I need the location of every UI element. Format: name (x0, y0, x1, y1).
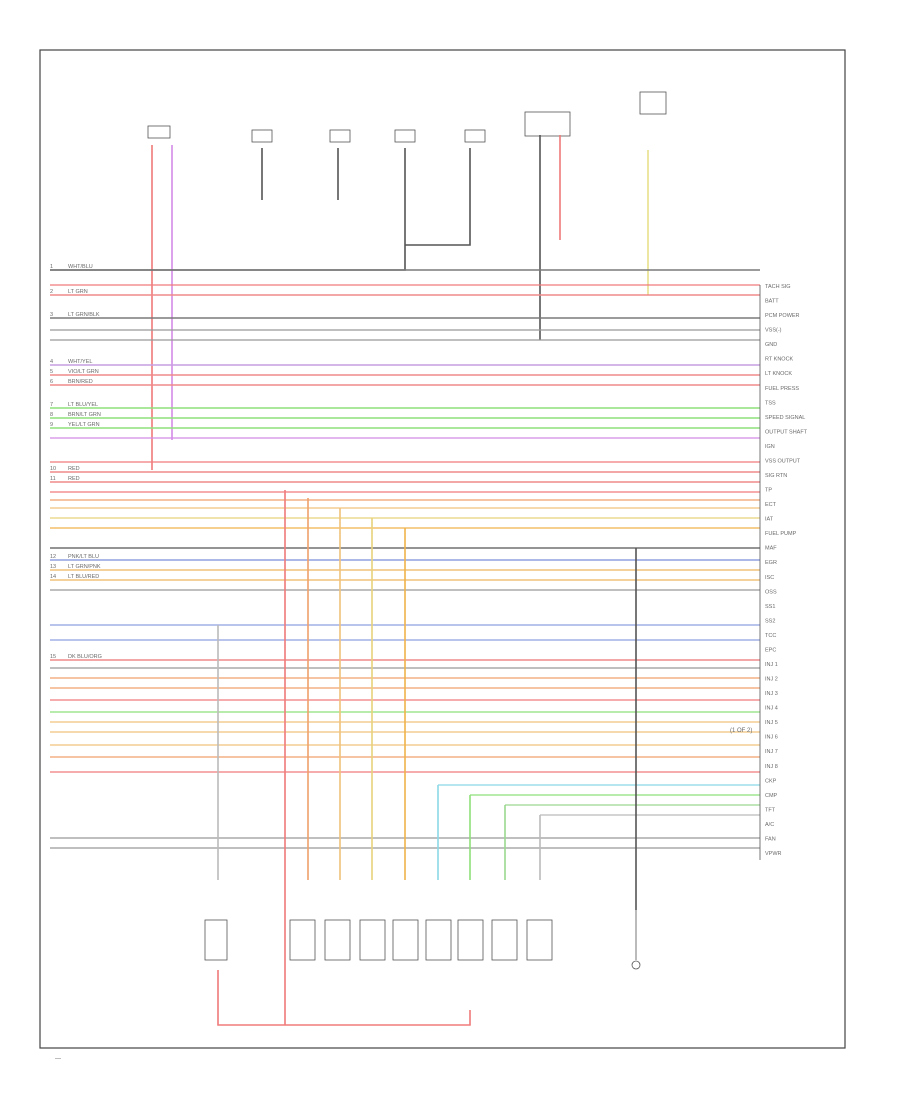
right-label: INJ 6 (765, 735, 778, 741)
top-components (147, 91, 667, 143)
right-label: TSS (765, 400, 776, 406)
wire-label: BRN/RED (68, 379, 93, 385)
right-label: ECT (765, 502, 777, 508)
right-label: EGR (765, 560, 777, 566)
right-label: TCC (765, 633, 776, 639)
right-label: INJ 1 (765, 662, 778, 668)
pin-number: 15 (50, 654, 56, 660)
wire-label: LT BLU/YEL (68, 402, 98, 408)
pin-number: 13 (50, 564, 56, 570)
right-label: CMP (765, 793, 778, 799)
wire-bundle (50, 269, 760, 849)
pin-number: 2 (50, 289, 53, 295)
right-label: SPEED SIGNAL (765, 415, 805, 421)
right-label: LT KNOCK (765, 371, 792, 377)
wire-label: WHT/BLU (68, 264, 93, 270)
ground-connector (631, 910, 641, 970)
right-label: TACH SIG (765, 284, 791, 290)
component-box-1 (147, 125, 171, 139)
right-label: INJ 8 (765, 764, 778, 770)
right-label: IGN (765, 444, 775, 450)
pin-number: 11 (50, 476, 56, 482)
right-label: FAN (765, 836, 776, 842)
wire-label: LT GRN/PNK (68, 564, 101, 570)
right-label: INJ 2 (765, 677, 778, 683)
diagram-frame (39, 49, 846, 1049)
right-label: CKP (765, 778, 777, 784)
pin-number: 8 (50, 412, 53, 418)
component-box-6 (524, 111, 571, 137)
pin-number: 6 (50, 379, 53, 385)
pin-number: 3 (50, 312, 53, 318)
pin-number: 4 (50, 359, 53, 365)
right-label: SIG RTN (765, 473, 787, 479)
component-box-2 (251, 129, 273, 143)
right-label: VPWR (765, 851, 782, 857)
right-label: IAT (765, 517, 774, 523)
right-label: INJ 5 (765, 720, 778, 726)
right-label: TP (765, 488, 772, 494)
component-box-4 (394, 129, 416, 143)
component-box-7 (639, 91, 667, 115)
wire-label: WHT/YEL (68, 359, 92, 365)
right-label: FUEL PRESS (765, 386, 799, 392)
right-label: MAF (765, 546, 777, 552)
pin-number: 12 (50, 554, 56, 560)
pin-number: 9 (50, 422, 53, 428)
right-label: PCM POWER (765, 313, 800, 319)
component-box-3 (329, 129, 351, 143)
wire-label: LT GRN/BLK (68, 312, 100, 318)
vertical-drops (50, 135, 649, 470)
right-label: SS1 (765, 604, 775, 610)
right-labels: TACH SIG BATT PCM POWER VSS(-) GND RT KNOCK LT… (765, 284, 808, 857)
right-label: INJ 7 (765, 749, 778, 755)
right-label: ISC (765, 575, 774, 581)
right-label: RT KNOCK (765, 357, 794, 363)
wire-label: LT BLU/RED (68, 574, 99, 580)
wire-label: YEL/LT GRN (68, 422, 100, 428)
right-label: OUTPUT SHAFT (765, 429, 808, 435)
legend-text: (1 OF 2) (730, 728, 752, 734)
pin-number: 14 (50, 574, 56, 580)
injectors (204, 919, 553, 961)
component-box-5 (464, 129, 486, 143)
right-label: A/C (765, 822, 774, 828)
injector-feeds (217, 490, 637, 1026)
right-label: SS2 (765, 618, 775, 624)
wire-label: VIO/LT GRN (68, 369, 99, 375)
wire-label: PNK/LT BLU (68, 554, 99, 560)
right-label: BATT (765, 299, 779, 305)
right-label: EPC (765, 647, 776, 653)
pin-number: 10 (50, 466, 56, 472)
footer-text: — (55, 1056, 61, 1062)
right-label: VSS(-) (765, 328, 782, 334)
right-label: INJ 3 (765, 691, 778, 697)
right-label: INJ 4 (765, 706, 778, 712)
right-label: FUEL PUMP (765, 531, 797, 537)
wire-label: RED (68, 476, 80, 482)
pin-number: 7 (50, 402, 53, 408)
right-label: OSS (765, 589, 777, 595)
pin-number: 5 (50, 369, 53, 375)
wire-label: LT GRN (68, 289, 88, 295)
wire-label: RED (68, 466, 80, 472)
right-label: VSS OUTPUT (765, 458, 801, 464)
right-label: TFT (765, 807, 776, 813)
wire-label: DK BLU/ORG (68, 654, 102, 660)
pin-number: 1 (50, 264, 53, 270)
right-label: GND (765, 342, 777, 348)
wire-label: BRN/LT GRN (68, 412, 101, 418)
